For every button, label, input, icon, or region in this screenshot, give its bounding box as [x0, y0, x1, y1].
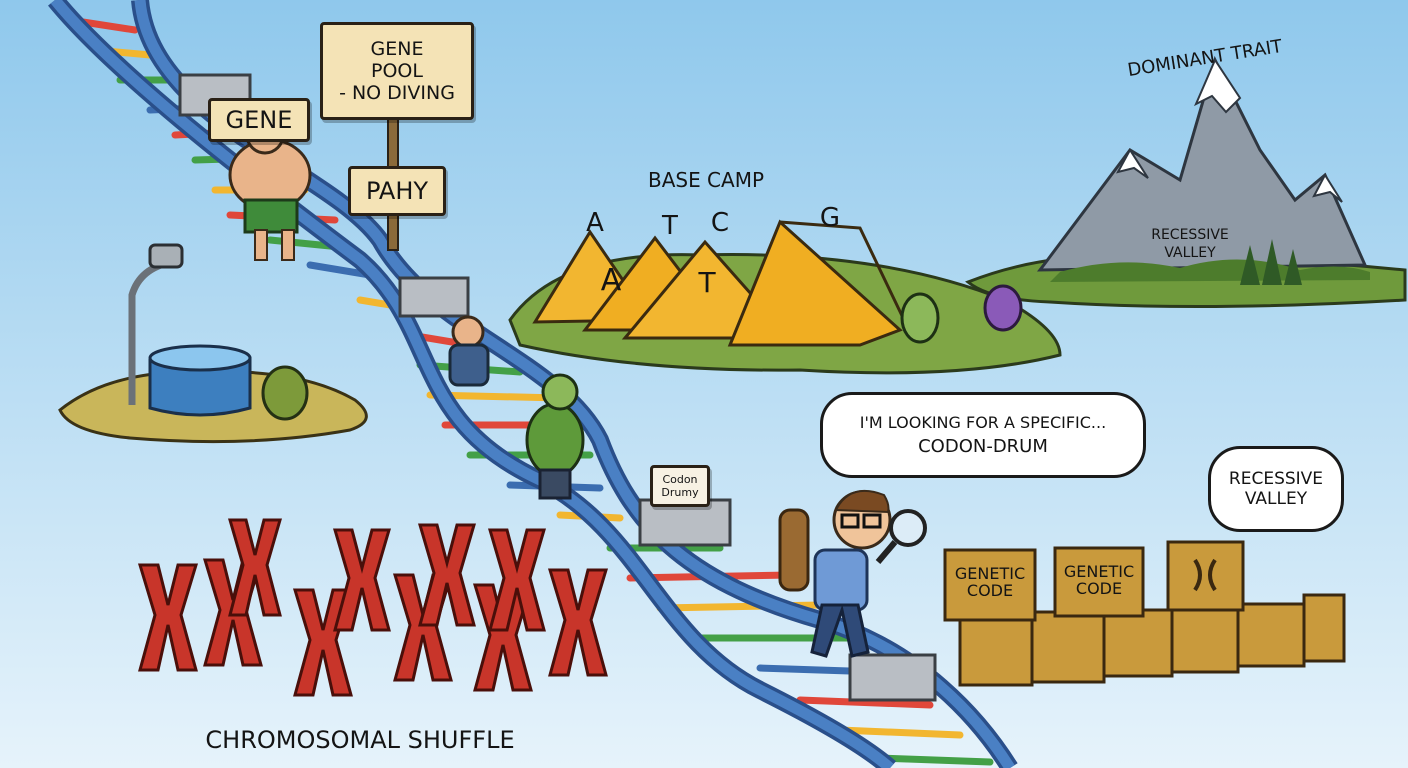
- base-camp-title: BASE CAMP: [647, 168, 765, 192]
- recessive-valley-bubble: RECESSIVE VALLEY: [1208, 446, 1344, 532]
- chromosomal-shuffle-caption: CHROMOSOMAL SHUFFLE: [205, 726, 515, 754]
- gene-pool-sign-line1: GENE: [370, 38, 424, 60]
- climber-character: [448, 315, 490, 387]
- base-camp-letter-c: C: [710, 208, 730, 238]
- codon-drumy-line1: Codon: [662, 473, 698, 486]
- explorer-speech-line1: I'M LOOKING FOR A SPECIFIC...: [859, 413, 1107, 432]
- pahy-sign-label: PAHY: [365, 177, 429, 205]
- gene-sign: GENE: [208, 98, 310, 142]
- recessive-valley-mountain-line1: RECESSIVE: [1151, 227, 1229, 243]
- explorer-character: [778, 490, 927, 658]
- crate-genetic-code-1: GENETIC CODE: [948, 564, 1032, 600]
- base-camp-letter-g: G: [819, 203, 841, 233]
- well-icon: [58, 243, 368, 444]
- codon-drumy-label: Codon Drumy: [650, 465, 710, 507]
- gene-pool-sign-line3: - NO DIVING: [339, 82, 455, 104]
- crate-genetic-code-2: GENETIC CODE: [1058, 562, 1140, 598]
- pahy-sign: PAHY: [348, 166, 446, 216]
- crate1-line2: CODE: [966, 580, 1014, 600]
- tent-letter-t: T: [698, 266, 716, 299]
- crate2-line1: GENETIC: [1063, 562, 1135, 581]
- recessive-valley-bubble-line2: VALLEY: [1244, 489, 1308, 509]
- base-camp-letter-t: T: [662, 211, 678, 241]
- gene-sign-label: GENE: [225, 106, 293, 134]
- crate1-line1: GENETIC: [954, 564, 1026, 583]
- crate2-line2: CODE: [1075, 578, 1123, 598]
- crate-stack: [943, 540, 1346, 687]
- codon-drumy-line2: Drumy: [661, 486, 699, 499]
- mountain-icon: [965, 55, 1407, 309]
- gene-pool-sign-line2: POOL: [371, 60, 423, 82]
- tent-letter-a: A: [600, 263, 622, 298]
- green-hiker-character: [525, 373, 585, 500]
- recessive-valley-bubble-line1: RECESSIVE: [1228, 469, 1324, 489]
- magnifier-icon: [875, 509, 927, 564]
- recessive-valley-mountain-line2: VALLEY: [1164, 245, 1216, 261]
- explorer-speech-line2: CODON-DRUM: [918, 436, 1048, 457]
- explorer-speech-bubble: I'M LOOKING FOR A SPECIFIC... CODON-DRUM: [820, 392, 1146, 478]
- base-camp-letter-a: A: [586, 208, 604, 238]
- chromosome-icon: [137, 518, 609, 697]
- gene-pool-sign: GENE POOL - NO DIVING: [320, 22, 474, 120]
